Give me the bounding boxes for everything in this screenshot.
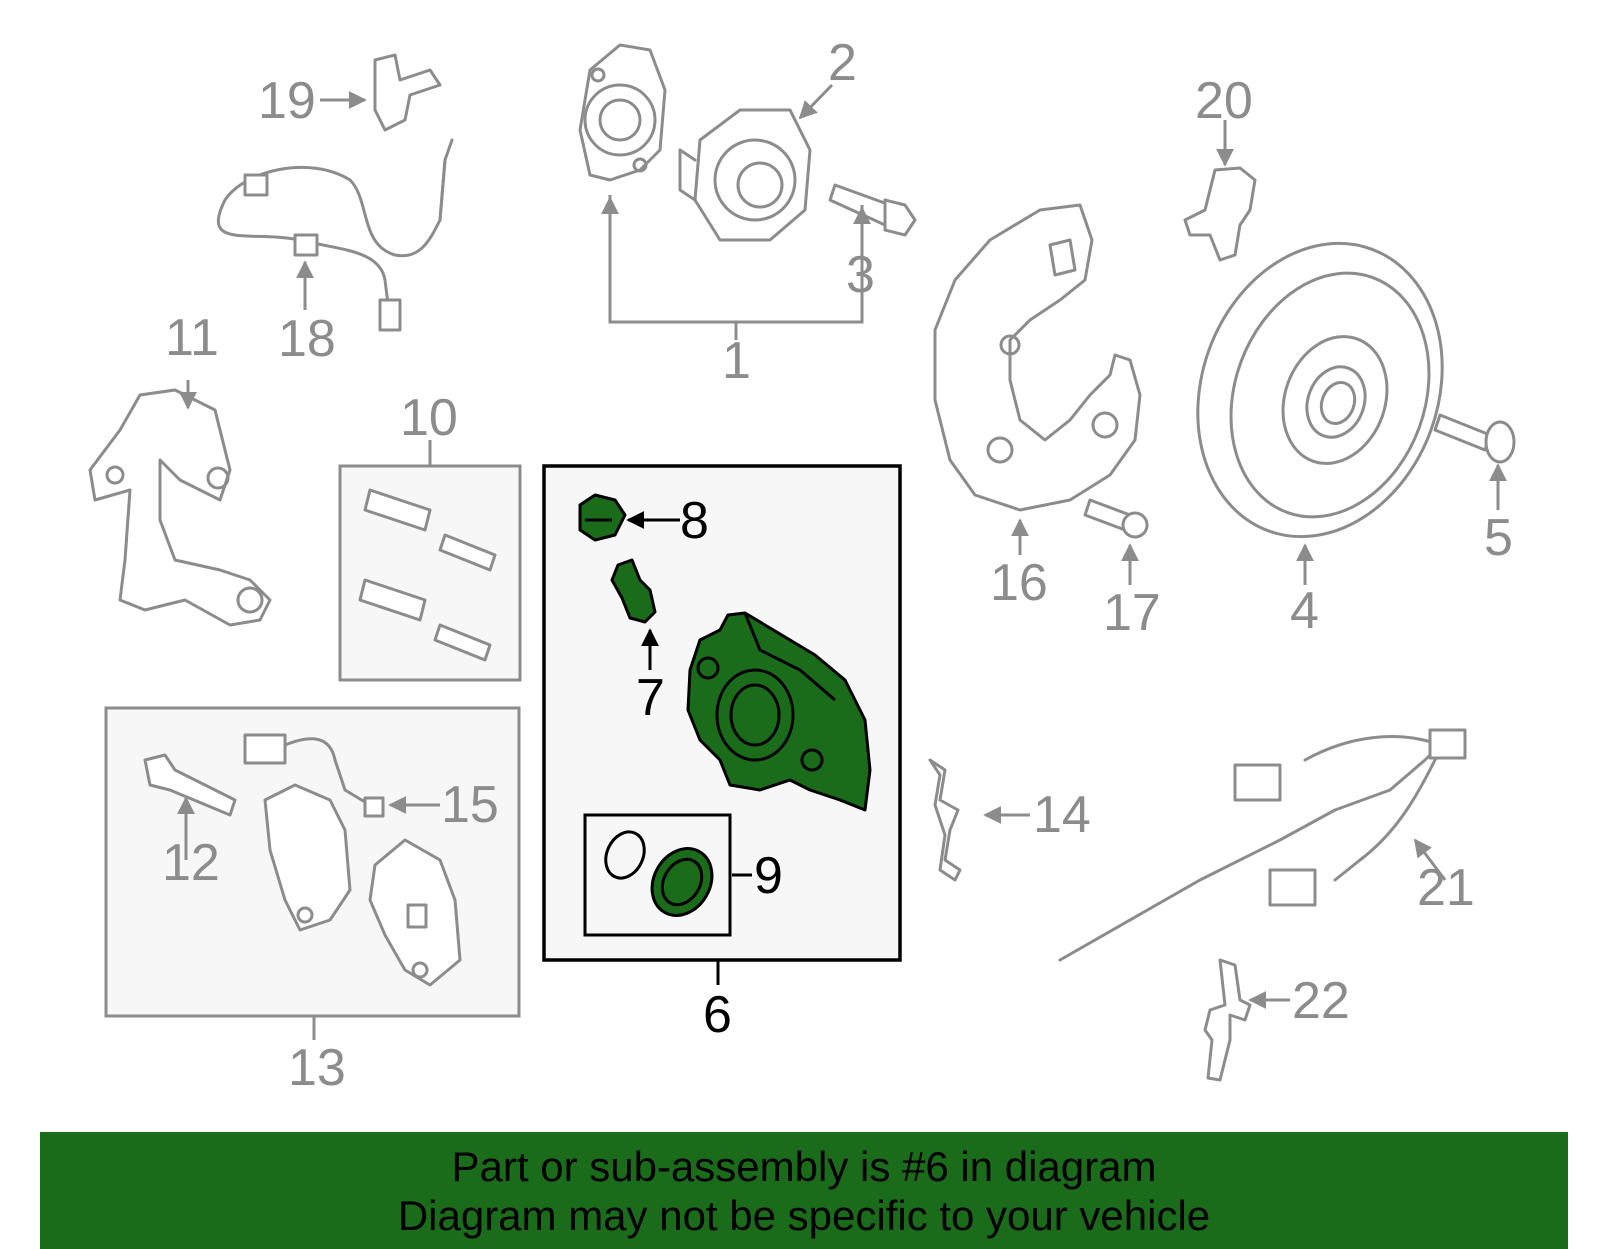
part-7-bleeder-screw bbox=[610, 558, 657, 624]
part-2-wheel-hub bbox=[678, 108, 812, 242]
part-18-brake-hose bbox=[217, 138, 454, 332]
part-13-brake-pads bbox=[263, 783, 462, 987]
part-3-bolt bbox=[828, 183, 917, 237]
label-2: 2 bbox=[828, 34, 857, 92]
part-9-seal-kit bbox=[604, 830, 714, 917]
kit-9-box bbox=[583, 813, 732, 937]
label-14: 14 bbox=[1033, 786, 1091, 844]
part-6-caliper bbox=[686, 611, 872, 812]
label-6: 6 bbox=[703, 986, 732, 1044]
part-5-screw bbox=[1433, 413, 1516, 464]
label-22: 22 bbox=[1292, 972, 1350, 1030]
part-10-guide-pins bbox=[358, 488, 497, 662]
label-12: 12 bbox=[162, 834, 220, 892]
label-11: 11 bbox=[165, 309, 219, 367]
label-18: 18 bbox=[278, 310, 336, 368]
part-14-clip bbox=[928, 758, 962, 882]
label-1: 1 bbox=[722, 332, 751, 390]
part-21-wiring-harness bbox=[1058, 728, 1467, 962]
label-19: 19 bbox=[258, 72, 316, 130]
part-19-bracket bbox=[373, 53, 442, 132]
part-20-abs-sensor bbox=[1183, 166, 1257, 262]
part-17-bolt bbox=[1083, 498, 1149, 539]
label-15: 15 bbox=[441, 776, 499, 834]
label-21: 21 bbox=[1417, 859, 1475, 917]
label-3: 3 bbox=[846, 246, 875, 304]
label-10: 10 bbox=[400, 389, 458, 447]
part-11-caliper-carrier bbox=[88, 388, 272, 627]
part-1-bearing-housing bbox=[578, 43, 667, 182]
leader-2-arrow bbox=[798, 83, 834, 120]
banner-line-2: Diagram may not be specific to your vehi… bbox=[397, 1192, 1211, 1239]
label-4: 4 bbox=[1290, 582, 1319, 640]
part-15-wear-sensor bbox=[243, 733, 385, 818]
label-5: 5 bbox=[1484, 509, 1513, 567]
leader-21-arrow bbox=[1413, 838, 1447, 881]
part-4-brake-rotor bbox=[1196, 241, 1444, 539]
label-9: 9 bbox=[754, 847, 783, 905]
part-12-bolt bbox=[143, 753, 237, 817]
info-banner: Part or sub-assembly is #6 in diagram Di… bbox=[40, 1132, 1568, 1249]
label-8: 8 bbox=[680, 492, 709, 550]
banner-line-1: Part or sub-assembly is #6 in diagram bbox=[451, 1143, 1157, 1190]
label-17: 17 bbox=[1103, 584, 1161, 642]
part-8-bleeder-cap bbox=[578, 493, 627, 542]
part-22-clip bbox=[1203, 958, 1252, 1082]
part-16-splash-shield bbox=[933, 203, 1142, 512]
label-7: 7 bbox=[636, 669, 665, 727]
label-13: 13 bbox=[288, 1039, 346, 1097]
label-20: 20 bbox=[1195, 72, 1253, 130]
label-16: 16 bbox=[990, 554, 1048, 612]
